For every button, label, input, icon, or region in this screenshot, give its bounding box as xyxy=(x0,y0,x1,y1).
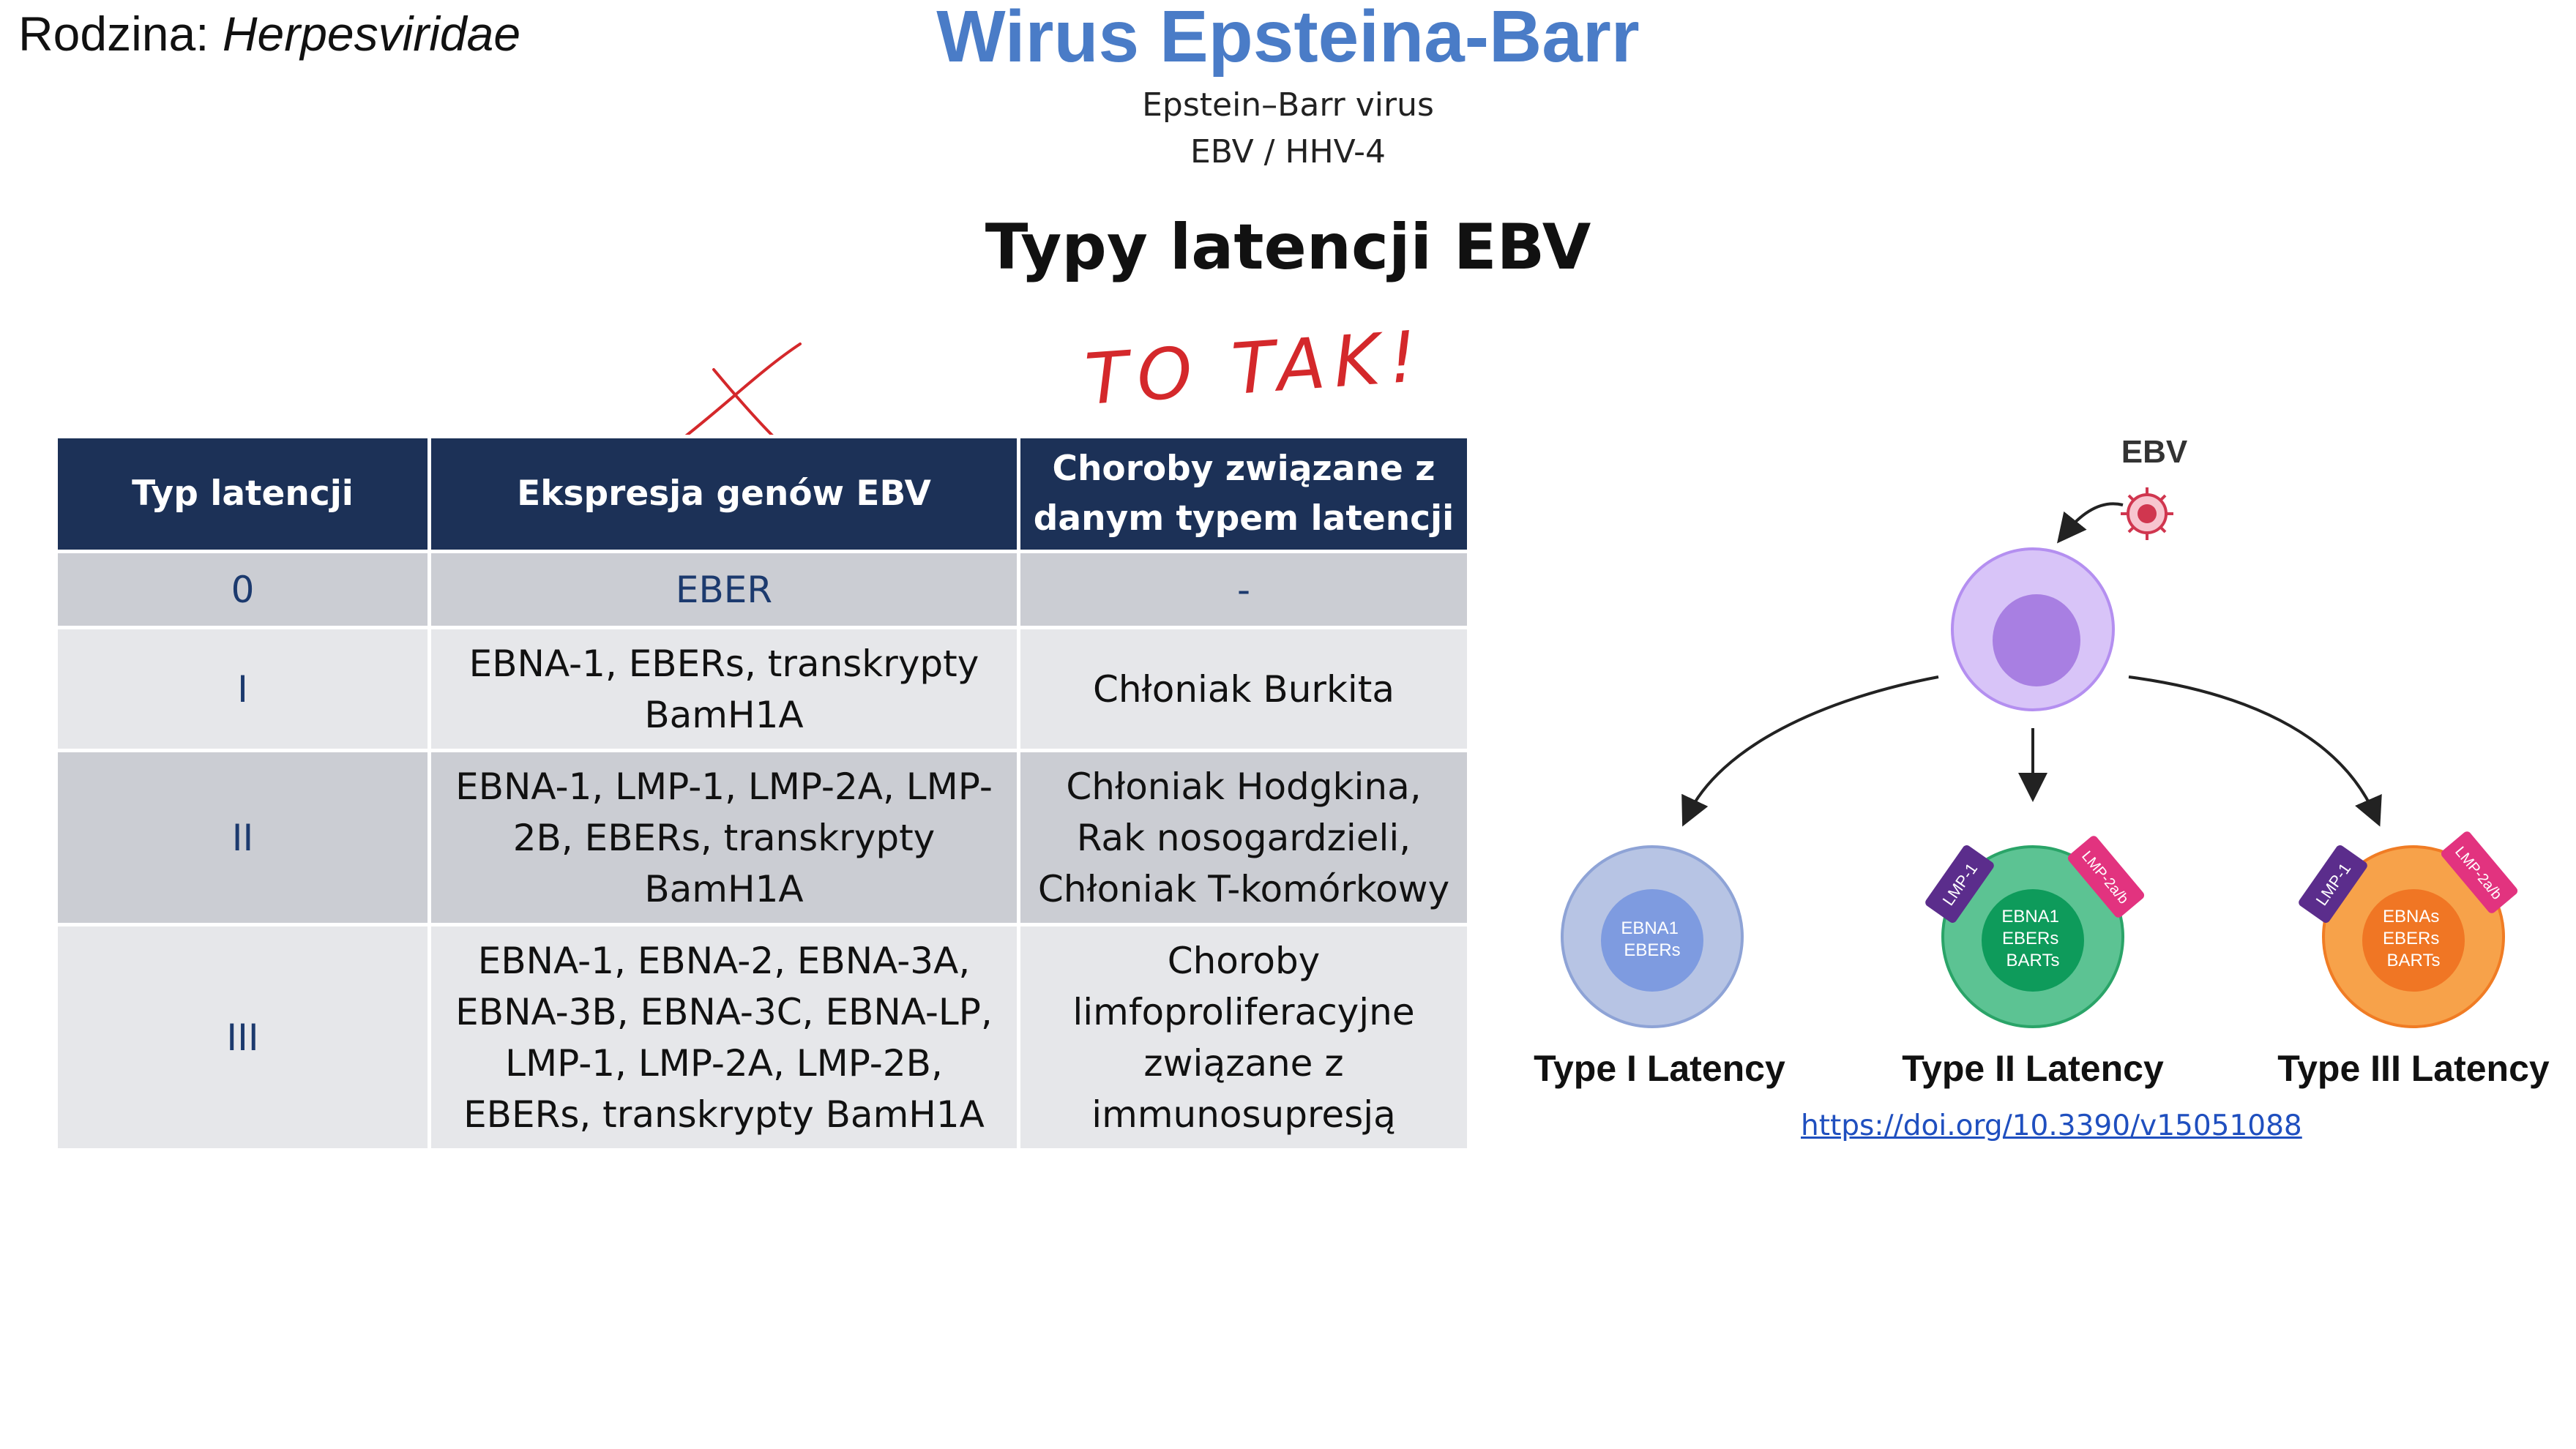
family-line: Rodzina: Herpesviridae xyxy=(18,6,520,61)
latency-table: Typ latencji Ekspresja genów EBV Choroby… xyxy=(54,435,1471,1152)
arrow-to-type-1 xyxy=(1681,675,1939,827)
family-label: Rodzina: xyxy=(18,7,209,61)
type-2-label: Type II Latency xyxy=(1902,1048,2164,1089)
type-2-cell: EBNA1 EBERs BARTs LMP-1 LMP-2a/b xyxy=(1925,836,2145,1028)
source-doi-link[interactable]: https://doi.org/10.3390/v15051088 xyxy=(1801,1109,2302,1142)
cell-genes: EBER xyxy=(428,550,1020,629)
type-1-cell: EBNA1 EBERs xyxy=(1561,845,1744,1028)
type-1-label: Type I Latency xyxy=(1534,1048,1785,1089)
section-title: Typy latencji EBV xyxy=(985,211,1591,284)
subtitle-english: Epstein–Barr virus xyxy=(1142,86,1434,124)
type-2-nucleus-line: EBNA1 xyxy=(2001,907,2059,926)
table-header-row: Typ latencji Ekspresja genów EBV Choroby… xyxy=(54,435,1471,553)
handwritten-x-mark xyxy=(676,342,802,444)
table-row: 0 EBER - xyxy=(54,550,1471,629)
header-gene-expression: Ekspresja genów EBV xyxy=(428,435,1020,553)
type-1-nucleus-line: EBERs xyxy=(1624,940,1680,960)
svg-text:EBNAs EBERs BARTs: EBNAs EBERs BARTs xyxy=(2383,907,2444,970)
type-2-nucleus-line: BARTs xyxy=(2006,951,2060,970)
cell-type: III xyxy=(54,923,431,1152)
b-cell-icon xyxy=(1951,547,2115,711)
type-3-label: Type III Latency xyxy=(2277,1048,2550,1089)
type-3-nucleus-line: BARTs xyxy=(2387,951,2441,970)
table-row: III EBNA-1, EBNA-2, EBNA-3A, EBNA-3B, EB… xyxy=(54,923,1471,1152)
cell-genes: EBNA-1, EBERs, transkrypty BamH1A xyxy=(428,626,1020,752)
arrow-to-type-3 xyxy=(2128,675,2382,827)
latency-diagram: EBV EBNA1 EBERs EBNA1 EBERs BARTs xyxy=(1534,434,2550,1089)
type-3-nucleus-line: EBNAs xyxy=(2383,907,2439,926)
cell-diseases: Chłoniak Burkita xyxy=(1017,626,1471,752)
table-row: I EBNA-1, EBERs, transkrypty BamH1A Chło… xyxy=(54,626,1471,752)
type-3-nucleus-line: EBERs xyxy=(2383,929,2439,948)
table-row: II EBNA-1, LMP-1, LMP-2A, LMP-2B, EBERs,… xyxy=(54,749,1471,926)
type-2-nucleus-line: EBERs xyxy=(2002,929,2058,948)
handwritten-note: TO TAK! xyxy=(1083,315,1428,421)
infection-arrow xyxy=(2057,502,2124,544)
ebv-label: EBV xyxy=(2121,434,2188,470)
header-latency-type: Typ latencji xyxy=(54,435,431,553)
cell-genes: EBNA-1, EBNA-2, EBNA-3A, EBNA-3B, EBNA-3… xyxy=(428,923,1020,1152)
cell-diseases: Choroby limfoproliferacyjne związane z i… xyxy=(1017,923,1471,1152)
cell-genes: EBNA-1, LMP-1, LMP-2A, LMP-2B, EBERs, tr… xyxy=(428,749,1020,926)
cell-type: II xyxy=(54,749,431,926)
cell-type: 0 xyxy=(54,550,431,629)
subtitle-abbrev: EBV / HHV-4 xyxy=(1190,133,1386,171)
family-value: Herpesviridae xyxy=(222,7,521,61)
type-3-cell: EBNAs EBERs BARTs LMP-1 LMP-2a/b xyxy=(2299,831,2518,1028)
cell-diseases: Chłoniak Hodgkina, Rak nosogardzieli, Ch… xyxy=(1017,749,1471,926)
type-1-nucleus-line: EBNA1 xyxy=(1621,918,1679,938)
svg-text:EBNA1 EBERs BARTs: EBNA1 EBERs BARTs xyxy=(2001,907,2064,970)
page-title: Wirus Epsteina-Barr xyxy=(936,0,1640,78)
header-diseases: Choroby związane z danym typem latencji xyxy=(1017,435,1471,553)
svg-text:EBNA1 EBERs: EBNA1 EBERs xyxy=(1621,918,1683,960)
cell-type: I xyxy=(54,626,431,752)
cell-diseases: - xyxy=(1017,550,1471,629)
ebv-virus-icon xyxy=(2121,487,2173,540)
